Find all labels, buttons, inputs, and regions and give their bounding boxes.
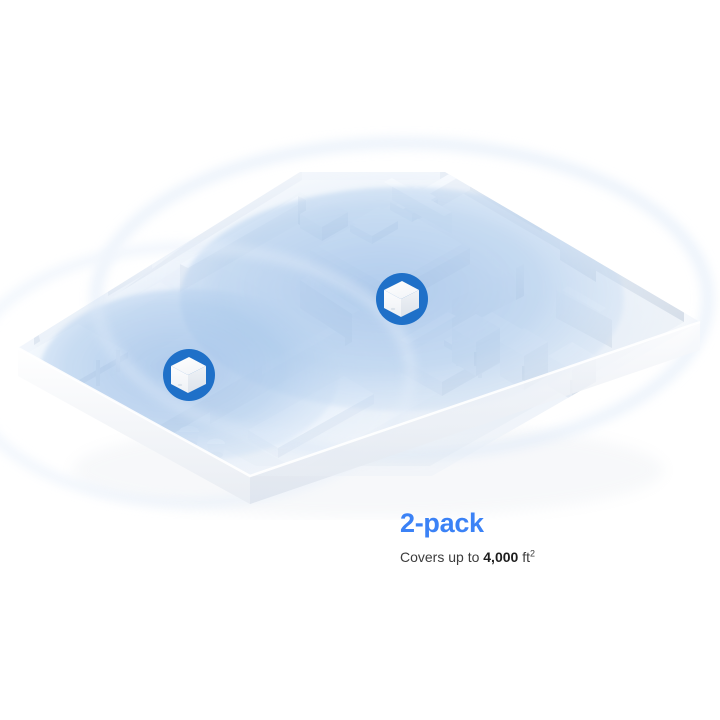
pack-title: 2-pack — [400, 508, 484, 538]
coverage-unit: ft — [518, 549, 530, 566]
coverage-rim-glow — [0, 137, 714, 508]
coverage-prefix: Covers up to — [400, 549, 484, 566]
slab-front-edge — [17, 320, 701, 504]
router-cube-icon — [384, 281, 419, 317]
mesh-unit-bedroom — [376, 273, 428, 325]
mesh-unit-living-room — [163, 349, 215, 401]
wifi-coverage-illustration — [0, 137, 714, 518]
coverage-unit-exponent: 2 — [529, 548, 535, 559]
coverage-caption: 2-pack Covers up to 4,000 ft2 — [400, 508, 700, 566]
router-cube-icon — [171, 357, 206, 393]
coverage-description: Covers up to 4,000 ft2 — [400, 549, 700, 566]
coverage-amount: 4,000 — [483, 549, 519, 566]
